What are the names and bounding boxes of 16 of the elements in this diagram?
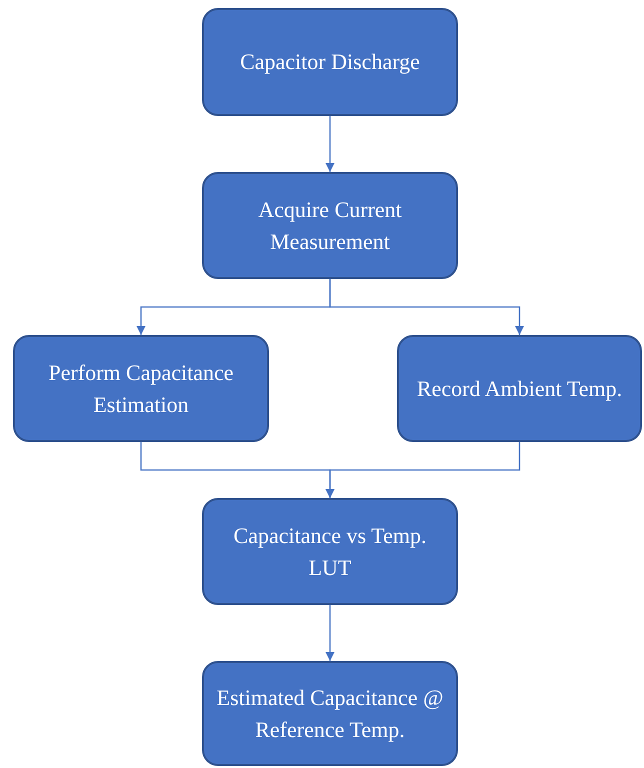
process-box bbox=[13, 335, 269, 442]
process-box bbox=[397, 335, 642, 442]
connector-arrow bbox=[326, 605, 334, 661]
connector-arrow bbox=[326, 442, 520, 498]
connector-arrow bbox=[326, 116, 334, 172]
process-box bbox=[202, 172, 458, 279]
process-box bbox=[202, 498, 458, 605]
process-box bbox=[202, 8, 458, 116]
process-label: Perform Capacitance Estimation bbox=[47, 358, 235, 418]
process-label: Capacitance vs Temp. LUT bbox=[232, 522, 428, 582]
process-label: Estimated Capacitance @ Reference Temp. bbox=[216, 684, 444, 744]
process-box bbox=[202, 661, 458, 766]
connector-arrow bbox=[329, 279, 524, 335]
process-label: Acquire Current Measurement bbox=[257, 196, 403, 256]
process-label: Capacitor Discharge bbox=[240, 48, 420, 76]
process-label: Record Ambient Temp. bbox=[416, 374, 622, 403]
